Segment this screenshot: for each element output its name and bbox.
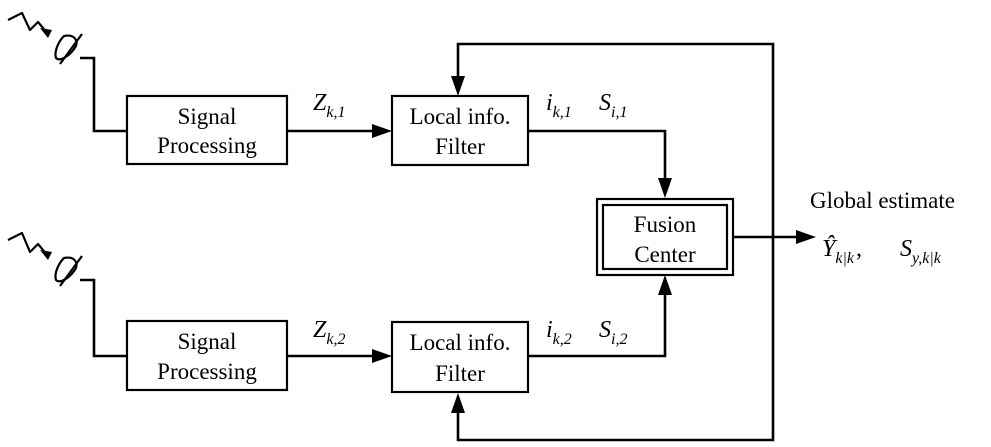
- sensor-2-wire: [80, 278, 127, 358]
- sensor-1-icon: [7, 11, 83, 65]
- feedback-loop-wire: [456, 42, 775, 237]
- fusion-center-block: Fusion Center: [595, 197, 735, 277]
- s-i1-label: Si,1: [599, 90, 627, 121]
- y-hat-label: Ŷk|k,: [822, 236, 862, 267]
- filter-2-to-fusion-wire: [528, 291, 667, 358]
- feedback-loop-bottom-wire: [456, 237, 775, 442]
- i-k2-label: ik,2: [546, 317, 572, 348]
- local-filter-2-line2: Filter: [435, 361, 485, 386]
- signal-processing-2-line1: Signal: [178, 329, 237, 354]
- fusion-center-line2: Center: [634, 242, 696, 267]
- signal-processing-1-line2: Processing: [157, 133, 257, 158]
- z1-arrowhead: [372, 124, 392, 138]
- local-filter-1-line2: Filter: [435, 134, 485, 159]
- signal-processing-2-line2: Processing: [157, 359, 257, 384]
- sensor-1-wire: [80, 56, 127, 133]
- local-filter-block-1: Local info. Filter: [390, 94, 530, 167]
- signal-processing-1-line1: Signal: [178, 104, 237, 129]
- feedback-bottom-arrowhead: [451, 393, 465, 413]
- s-y-label: Sy,k|k: [900, 236, 942, 267]
- filter-2-to-fusion-arrowhead: [658, 275, 672, 295]
- local-filter-2-line1: Local info.: [410, 330, 511, 355]
- local-filter-block-2: Local info. Filter: [390, 320, 530, 394]
- fusion-center-line1: Fusion: [634, 212, 697, 237]
- output-arrowhead: [796, 230, 816, 244]
- signal-processing-block-1: Signal Processing: [125, 94, 289, 166]
- signal-processing-block-2: Signal Processing: [125, 319, 289, 392]
- sensor-2-icon: [7, 231, 83, 287]
- feedback-top-arrowhead: [451, 76, 465, 96]
- z-k2-label: Zk,2: [313, 317, 345, 348]
- z-k1-label: Zk,1: [313, 90, 345, 121]
- s-i2-label: Si,2: [599, 317, 627, 348]
- filter-1-to-fusion-wire: [528, 129, 667, 182]
- global-estimate-title: Global estimate: [810, 188, 955, 213]
- filter-1-to-fusion-arrowhead: [658, 178, 672, 198]
- i-k1-label: ik,1: [546, 90, 572, 121]
- local-filter-1-line1: Local info.: [410, 104, 511, 129]
- z2-arrowhead: [372, 349, 392, 363]
